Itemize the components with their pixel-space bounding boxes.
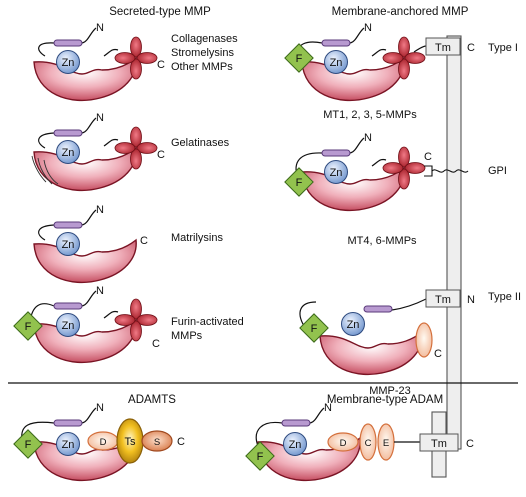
- c-terminus-label: C: [466, 438, 474, 450]
- zn-label: Zn: [330, 167, 343, 179]
- label-stromelysins: Stromelysins: [171, 47, 234, 59]
- transmembrane-domain: [419, 433, 459, 452]
- label-furin-mmps: MMPs: [171, 330, 203, 342]
- furin-label: F: [311, 323, 318, 335]
- zn-label: Zn: [62, 147, 75, 159]
- furin-label: F: [296, 177, 303, 189]
- c-terminus-label: C: [157, 59, 165, 71]
- propeptide-domain: [53, 419, 83, 427]
- zn-label: Zn: [62, 439, 75, 451]
- propeptide-domain: [321, 149, 351, 157]
- n-terminus-label: N: [364, 132, 372, 144]
- n-terminus-label: N: [467, 294, 475, 306]
- c-terminus-label: C: [467, 42, 475, 54]
- e-label: E: [383, 438, 389, 449]
- tm-label: Tm: [431, 438, 447, 450]
- n-terminus-label: N: [96, 285, 104, 297]
- gpi-linkage: [431, 169, 469, 173]
- transmembrane-domain: [425, 37, 461, 56]
- label-mmp-23: MMP-23: [369, 385, 411, 397]
- gpi-mt-mmp-structure: F Zn N C: [284, 132, 469, 212]
- d-label: D: [100, 437, 107, 448]
- ts-label: Ts: [125, 436, 137, 448]
- matrilysin-structure: Zn N C: [33, 204, 148, 284]
- immunoglobulin-like-domain: [415, 322, 433, 358]
- cysteine-rich-domain: [359, 423, 377, 461]
- propeptide-domain: [281, 419, 311, 427]
- c-domain-label: C: [365, 438, 372, 449]
- zn-label: Zn: [347, 319, 360, 331]
- label-other-mmps: Other MMPs: [171, 61, 233, 73]
- c-terminus-label: C: [177, 436, 185, 448]
- furin-domain: F: [284, 167, 314, 197]
- type-ii-mmp23-structure: F Zn Tm N C: [299, 289, 475, 376]
- zn-label: Zn: [62, 320, 75, 332]
- c-terminus-label: C: [152, 338, 160, 350]
- label-mt46-mmps: MT4, 6-MMPs: [347, 235, 417, 247]
- label-collagenases: Collagenases: [171, 33, 238, 45]
- label-mt1235-mmps: MT1, 2, 3, 5-MMPs: [323, 109, 417, 121]
- membrane-type-adam-structure: F Zn D C E Tm N C: [245, 402, 474, 482]
- furin-domain: F: [284, 43, 314, 73]
- tm-label: Tm: [435, 42, 451, 54]
- furin-domain: F: [299, 313, 329, 343]
- label-gelatinases: Gelatinases: [171, 137, 230, 149]
- c-terminus-label: C: [434, 348, 442, 360]
- disintegrin-domain: [327, 432, 359, 452]
- transmembrane-domain: [425, 289, 461, 308]
- propeptide-domain: [53, 39, 83, 47]
- furin-label: F: [25, 321, 32, 333]
- heading-secreted-mmp: Secreted-type MMP: [109, 6, 211, 18]
- adamts-structure: F Zn D Ts S N C: [13, 402, 185, 482]
- heading-membrane-anchored-mmp: Membrane-anchored MMP: [332, 6, 469, 18]
- zn-label: Zn: [330, 57, 343, 69]
- furin-label: F: [25, 439, 32, 451]
- furin-domain: F: [13, 311, 43, 341]
- collagenase-structure: Zn N C: [33, 22, 165, 102]
- label-gpi: GPI: [488, 165, 507, 177]
- n-terminus-label: N: [96, 22, 104, 34]
- gelatinase-structure: Zn N C: [31, 112, 165, 192]
- label-matrilysins: Matrilysins: [171, 232, 223, 244]
- zn-label: Zn: [289, 439, 302, 451]
- propeptide-domain: [363, 305, 393, 313]
- n-terminus-label: N: [96, 204, 104, 216]
- n-terminus-label: N: [364, 22, 372, 34]
- tm-label: Tm: [435, 294, 451, 306]
- membrane-bar: [446, 35, 462, 450]
- d-label: D: [340, 438, 347, 449]
- label-furin-activated: Furin-activated: [171, 316, 244, 328]
- c-terminus-label: C: [140, 235, 148, 247]
- furin-domain: F: [13, 429, 43, 459]
- propeptide-domain: [53, 302, 83, 310]
- furin-activated-mmp-structure: F Zn N C: [13, 285, 160, 364]
- fibronectin-repeats: [31, 155, 59, 185]
- heading-adamts: ADAMTS: [128, 394, 176, 406]
- zn-label: Zn: [62, 239, 75, 251]
- n-terminus-label: N: [96, 112, 104, 124]
- n-terminus-label: N: [96, 402, 104, 414]
- label-type-i: Type I: [488, 42, 518, 54]
- heading-membrane-type-adam: Membrane-type ADAM: [327, 394, 443, 406]
- s-label: S: [154, 437, 160, 448]
- propeptide-domain: [321, 39, 351, 47]
- furin-domain: F: [245, 441, 275, 471]
- propeptide-domain: [53, 221, 83, 229]
- furin-label: F: [296, 53, 303, 65]
- c-terminus-label: C: [424, 151, 432, 163]
- furin-label: F: [257, 451, 264, 463]
- n-terminus-label: N: [324, 402, 332, 414]
- spacer-domain: [141, 430, 173, 452]
- zn-label: Zn: [62, 57, 75, 69]
- c-terminus-label: C: [157, 149, 165, 161]
- type-i-mt-mmp-structure: F Zn Tm N C: [284, 22, 475, 102]
- propeptide-domain: [53, 129, 83, 137]
- label-type-ii: Type II: [488, 291, 521, 303]
